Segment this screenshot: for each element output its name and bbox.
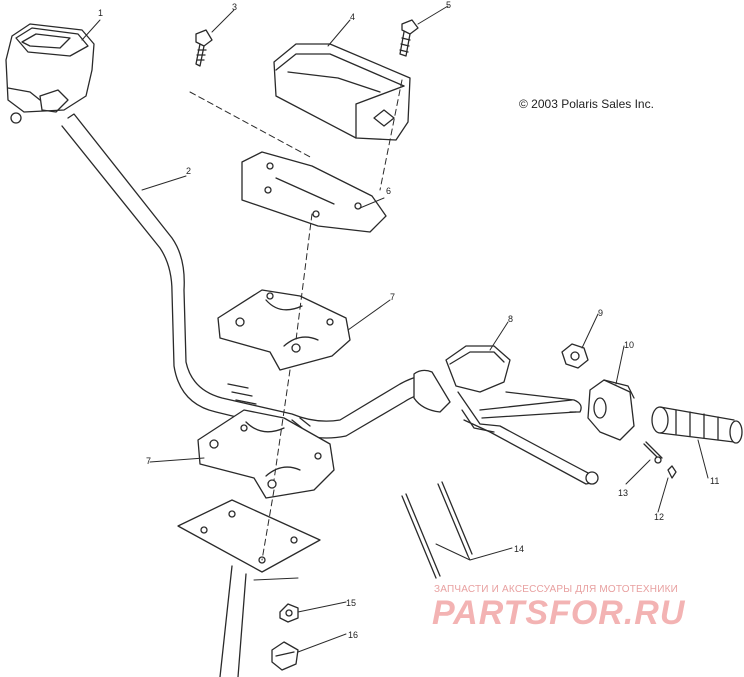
part-16-clip [271, 641, 299, 671]
callout-15: 15 [346, 598, 357, 608]
callout-8: 8 [508, 314, 514, 324]
callout-13: 13 [618, 488, 629, 498]
alignment-lines [189, 79, 403, 561]
callout-11: 11 [710, 476, 720, 486]
copyright-notice: © 2003 Polaris Sales Inc. [519, 97, 654, 111]
callout-1: 1 [98, 8, 104, 18]
watermark-tagline: ЗАПЧАСТИ И АКСЕССУАРЫ ДЛЯ МОТОТЕХНИКИ [434, 584, 679, 595]
mounting-plate [177, 499, 321, 573]
callout-4: 4 [350, 12, 356, 22]
watermark-logo: PARTSFOR.RU [432, 594, 686, 632]
part-9-nut [561, 343, 589, 369]
steering-post [219, 565, 247, 677]
callout-5: 5 [446, 0, 452, 10]
part-13-screw [643, 441, 663, 464]
callout-7: 7 [390, 292, 396, 302]
part-5-bolt [399, 19, 419, 57]
part-9-brake-lever [461, 409, 495, 433]
part-10-throttle-housing [587, 379, 635, 441]
part-2-handlebar [61, 113, 433, 439]
callout-14: 14 [514, 544, 525, 554]
callout-16: 16 [348, 630, 359, 640]
part-3-bolt [195, 29, 213, 67]
part-7-lower-clamp [197, 409, 335, 499]
callout-12: 12 [654, 512, 665, 522]
part-12-screw [667, 465, 677, 479]
part-14-cable-ties [401, 481, 473, 579]
part-7-upper-clamp [217, 289, 351, 371]
part-4-handlebar-pad [273, 43, 411, 141]
part-1-left-switch-housing [5, 23, 95, 124]
callout-2: 2 [186, 166, 192, 176]
part-8-master-cylinder [413, 345, 599, 485]
callout-6: 6 [386, 186, 392, 196]
leader-lines [81, 5, 709, 653]
callout-10: 10 [624, 340, 635, 350]
callout-3: 3 [232, 2, 238, 12]
callout-9: 9 [598, 308, 604, 318]
part-15-nut [279, 603, 299, 623]
part-6-top-plate [241, 151, 387, 233]
callout-7-lower: 7 [146, 456, 152, 466]
part-11-grip [651, 406, 743, 444]
